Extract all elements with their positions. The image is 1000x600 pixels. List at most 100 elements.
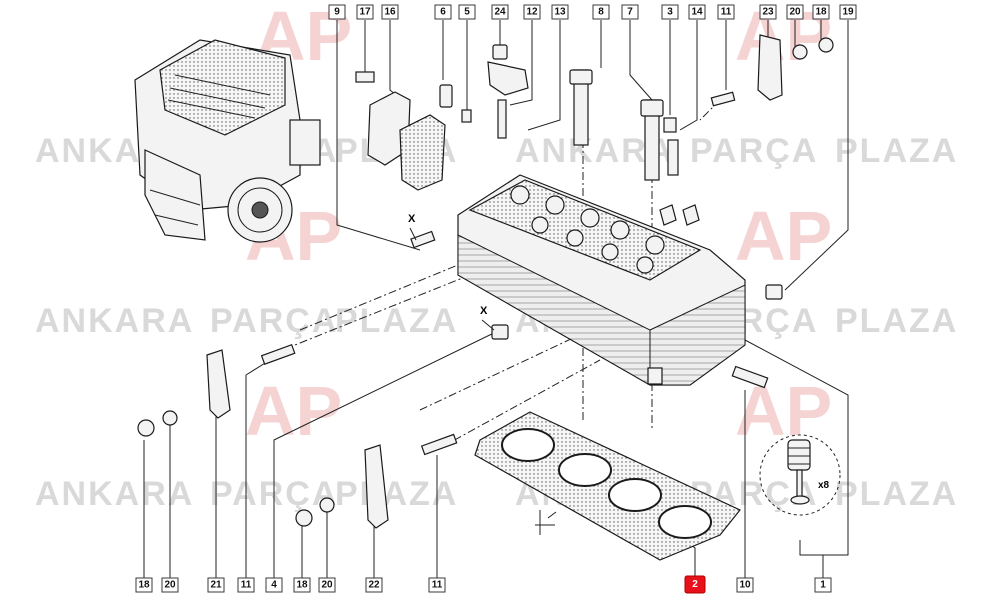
- callout-number: 16: [384, 7, 396, 18]
- callout-number: 11: [241, 580, 252, 591]
- head-gasket: [474, 411, 741, 561]
- callout-number: 3: [667, 7, 673, 18]
- callout-label[interactable]: 10: [736, 577, 754, 593]
- callout-label[interactable]: 13: [551, 4, 569, 20]
- flange-nut: [818, 37, 834, 53]
- callout-label[interactable]: 1: [814, 577, 832, 593]
- valve-quantity: x8: [818, 480, 830, 491]
- nut: [492, 44, 508, 60]
- callout-label[interactable]: 9: [328, 4, 346, 20]
- head-plug: [647, 367, 663, 385]
- stud: [497, 99, 507, 139]
- callout-label[interactable]: 18: [135, 577, 153, 593]
- cover-gasket: [399, 114, 446, 191]
- stud-right: [731, 365, 769, 389]
- callout-label[interactable]: 14: [688, 4, 706, 20]
- callout-number: 20: [321, 580, 333, 591]
- dowel-stud: [410, 230, 436, 249]
- valve-spring: [787, 439, 811, 471]
- callout-label[interactable]: 4: [265, 577, 283, 593]
- callout-number: 5: [464, 7, 470, 18]
- alternator: [289, 119, 321, 166]
- callout-label[interactable]: 17: [356, 4, 374, 20]
- callout-label[interactable]: 23: [759, 4, 777, 20]
- callout-number: 1: [820, 580, 826, 591]
- callout-number: 19: [842, 7, 854, 18]
- callout-label[interactable]: 8: [592, 4, 610, 20]
- injector-holder: [667, 139, 679, 176]
- callout-number: 2: [692, 579, 698, 590]
- callout-label[interactable]: 24: [491, 4, 509, 20]
- stud-top: [710, 91, 736, 107]
- watermark-word: PLAZA: [835, 132, 958, 170]
- callout-label[interactable]: 11: [717, 4, 735, 20]
- stud-left: [260, 343, 296, 365]
- callout-number: 7: [627, 7, 633, 18]
- watermark-word: PARÇA: [210, 475, 338, 513]
- gasket-bore: [658, 505, 712, 539]
- watermark-word: ANKARA: [35, 475, 194, 513]
- callout-label-highlighted[interactable]: 2: [684, 575, 706, 594]
- x-marks: X X: [408, 213, 495, 331]
- watermark-word: ANKARA: [35, 302, 194, 340]
- logo-mark: AP: [735, 197, 832, 275]
- watermark-word: PLAZA: [335, 475, 458, 513]
- callout-label[interactable]: 3: [661, 4, 679, 20]
- callout-label[interactable]: 11: [428, 577, 446, 593]
- callout-label[interactable]: 18: [812, 4, 830, 20]
- plug: [461, 109, 472, 123]
- engine-overview-illustration: [134, 39, 321, 243]
- callout-number: 21: [210, 580, 222, 591]
- callout-label[interactable]: 12: [523, 4, 541, 20]
- watermark-word: PLAZA: [835, 302, 958, 340]
- callout-label[interactable]: 7: [621, 4, 639, 20]
- small-parts-left: [137, 230, 769, 529]
- cover-bolt: [355, 71, 375, 83]
- callout-number: 18: [296, 580, 308, 591]
- logo-mark: AP: [245, 372, 342, 450]
- callout-number: 20: [164, 580, 176, 591]
- callout-number: 14: [691, 7, 703, 18]
- watermark-word: PLAZA: [835, 475, 958, 513]
- callout-label[interactable]: 11: [237, 577, 255, 593]
- valve-detail: x8: [759, 434, 841, 516]
- callouts-bottom: 18 20 21 11 4 18 20 22 11 2 10 1: [135, 575, 832, 594]
- callout-number: 13: [554, 7, 566, 18]
- callout-number: 12: [526, 7, 538, 18]
- logo-mark: AP: [735, 372, 832, 450]
- gasket-bore: [608, 478, 662, 512]
- watermark-word: PARÇA: [210, 302, 338, 340]
- callout-label[interactable]: 18: [293, 577, 311, 593]
- callout-label[interactable]: 19: [839, 4, 857, 20]
- camshaft-lobes: [510, 185, 665, 274]
- washer-lower: [319, 497, 335, 513]
- lifting-eye-left: [206, 349, 231, 419]
- callout-label[interactable]: 20: [786, 4, 804, 20]
- x-mark: X: [480, 305, 488, 317]
- callout-number: 11: [432, 580, 443, 591]
- callout-label[interactable]: 21: [207, 577, 225, 593]
- callout-number: 20: [789, 7, 801, 18]
- callout-label[interactable]: 16: [381, 4, 399, 20]
- callout-number: 18: [138, 580, 150, 591]
- callout-label[interactable]: 6: [434, 4, 452, 20]
- dowel-sleeve: [491, 324, 509, 340]
- callout-label[interactable]: 22: [365, 577, 383, 593]
- lock-washer: [792, 44, 808, 60]
- spring: [439, 84, 453, 108]
- flange-nut-left: [137, 419, 155, 437]
- callout-number: 18: [815, 7, 827, 18]
- callout-label[interactable]: 20: [161, 577, 179, 593]
- stud-lower: [420, 433, 458, 456]
- callout-number: 17: [359, 7, 371, 18]
- flange-nut-lower: [295, 509, 313, 527]
- callout-label[interactable]: 5: [458, 4, 476, 20]
- small-parts-top: [439, 34, 834, 300]
- callout-label[interactable]: 20: [318, 577, 336, 593]
- nozzle-sleeve: [663, 117, 677, 133]
- callout-number: 22: [368, 580, 380, 591]
- x-mark: X: [408, 213, 416, 225]
- valve-head: [790, 495, 810, 505]
- callout-number: 11: [721, 7, 732, 18]
